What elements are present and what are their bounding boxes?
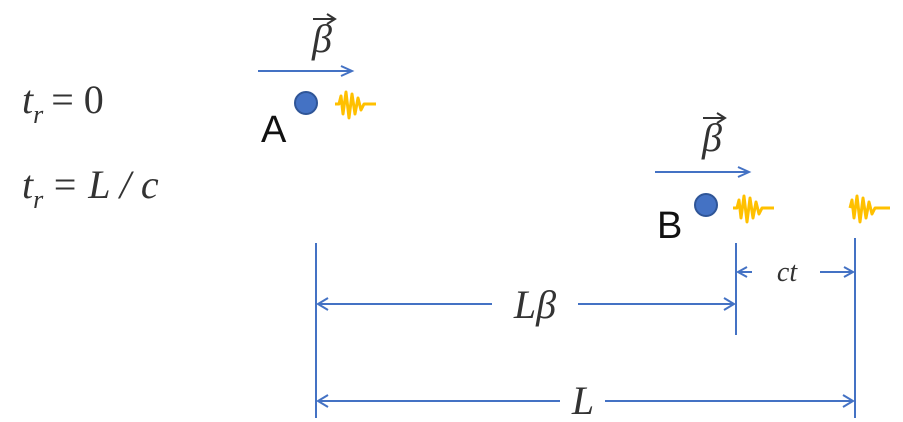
eq1-variable: t	[22, 77, 34, 122]
dimension-l-label: L	[571, 378, 594, 422]
wave-packet-b-icon	[733, 194, 774, 224]
particle-b-group: β B	[655, 112, 774, 247]
particle-b-dot	[694, 193, 718, 217]
velocity-arrow-a	[258, 65, 355, 77]
velocity-label-a: β	[311, 13, 337, 61]
vector-hat-a	[313, 13, 337, 25]
eq2-variable: t	[22, 162, 34, 207]
particle-a-label: A	[261, 109, 287, 151]
particle-a-dot	[294, 91, 318, 115]
particle-a-group: β A	[258, 13, 376, 151]
vector-hat-b	[703, 112, 727, 124]
velocity-label-b: β	[701, 112, 727, 160]
eq2-subscript: r	[33, 185, 44, 214]
dimension-ct-label: ct	[777, 257, 798, 288]
eq1-rhs: = 0	[51, 77, 104, 122]
equation-tr-l-over-c: tr= L / c	[22, 162, 159, 214]
svg-text:tr= L / c: tr= L / c	[22, 162, 159, 214]
beta-symbol-a: β	[311, 16, 332, 61]
particle-b-label: B	[657, 205, 682, 247]
dimension-l-beta: Lβ	[316, 282, 736, 327]
wave-packet-a-icon	[335, 90, 376, 120]
dimension-ct: ct	[735, 257, 856, 288]
beta-symbol-b: β	[701, 115, 722, 160]
dimension-l-beta-label: Lβ	[513, 282, 556, 327]
wave-packet-front-icon	[848, 194, 890, 224]
svg-text:tr= 0: tr= 0	[22, 77, 104, 129]
equation-tr-zero: tr= 0	[22, 77, 104, 129]
eq1-subscript: r	[33, 100, 44, 129]
dimension-l: L	[316, 378, 855, 422]
eq2-rhs: = L / c	[51, 162, 159, 207]
velocity-arrow-b	[655, 166, 752, 178]
